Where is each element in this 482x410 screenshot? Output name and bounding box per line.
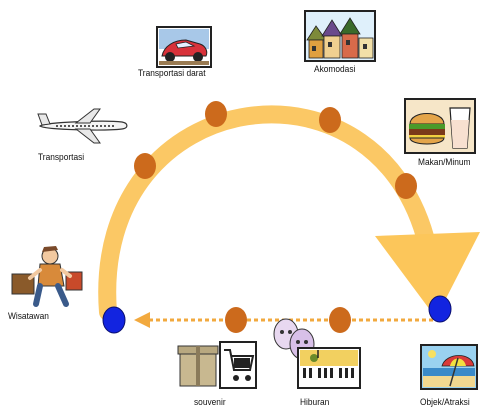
stop-node-land-transport [205,101,227,127]
label-tourist: Wisatawan [8,311,49,322]
burger-drink-icon [404,98,476,154]
airplane-icon [37,108,128,144]
label-souvenir: souvenir [194,397,226,408]
gift-cart-icon [177,341,257,389]
label-accommodation: Akomodasi [314,64,356,75]
label-attraction: Objek/Atraksi [420,397,470,408]
label-entertainment: Hiburan [300,397,330,408]
endpoint-node-attraction [428,295,452,323]
label-transport: Transportasi [38,152,85,163]
journey-arc [98,105,439,321]
stop-node-transport [134,153,156,179]
stop-node-accommodation [319,107,341,133]
return-arrow-head [134,312,150,328]
stop-node-souvenir [225,307,247,333]
theater-music-icon [273,318,361,389]
arc-arrow-head [375,232,480,318]
houses-icon [304,10,376,62]
label-land-transport: Transportasi darat [138,68,206,79]
stop-node-entertainment [329,307,351,333]
stop-node-food [395,173,417,199]
traveler-icon [11,246,83,307]
endpoint-node-tourist [102,306,126,334]
car-icon [156,26,212,68]
label-food: Makan/Minum [418,157,471,168]
beach-icon [420,344,478,390]
